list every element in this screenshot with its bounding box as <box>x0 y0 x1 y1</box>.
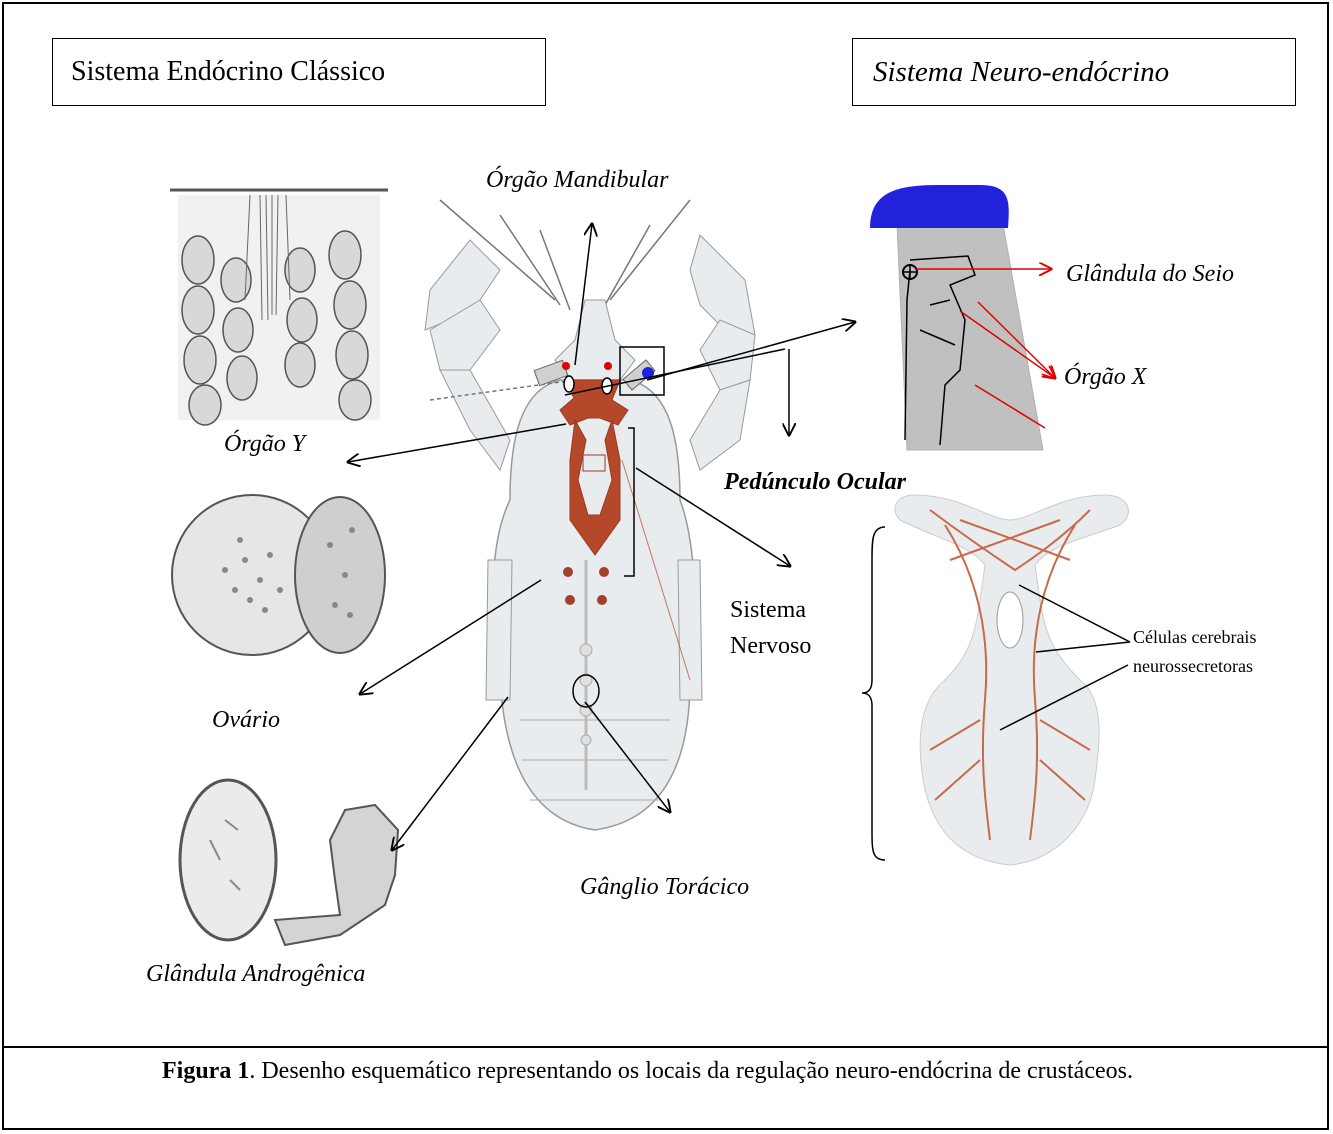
brain-diagram <box>895 495 1128 865</box>
y-organ-drawing <box>170 190 388 425</box>
x-organ-label: Órgão X <box>1064 365 1146 389</box>
crayfish-drawing <box>425 200 755 830</box>
thoracic-ganglion-label: Gânglio Torácico <box>580 875 749 899</box>
caption-text: . Desenho esquemático representando os l… <box>249 1058 1133 1084</box>
ovary-label: Ovário <box>212 708 280 732</box>
y-organ-label: Órgão Y <box>224 432 305 456</box>
neurosecretory-cells-label-line2: neurossecretoras <box>1133 657 1253 675</box>
nervous-system-label-line1: Sistema <box>730 598 806 622</box>
figure-caption: Figura 1. Desenho esquemático representa… <box>162 1058 1133 1085</box>
eyestalk-label: Pedúnculo Ocular <box>724 470 906 494</box>
nervous-system-label-line2: Nervoso <box>730 634 811 658</box>
androgenic-gland-label: Glândula Androgênica <box>146 962 365 986</box>
ovary-drawing <box>172 495 385 655</box>
sinus-gland-label: Glândula do Seio <box>1066 262 1234 286</box>
neurosecretory-cells-label-line1: Células cerebrais <box>1133 628 1256 646</box>
androgenic-gland-drawing <box>180 780 398 945</box>
caption-figure-number: Figura 1 <box>162 1058 249 1084</box>
mandibular-organ-label: Órgão Mandibular <box>486 168 668 192</box>
